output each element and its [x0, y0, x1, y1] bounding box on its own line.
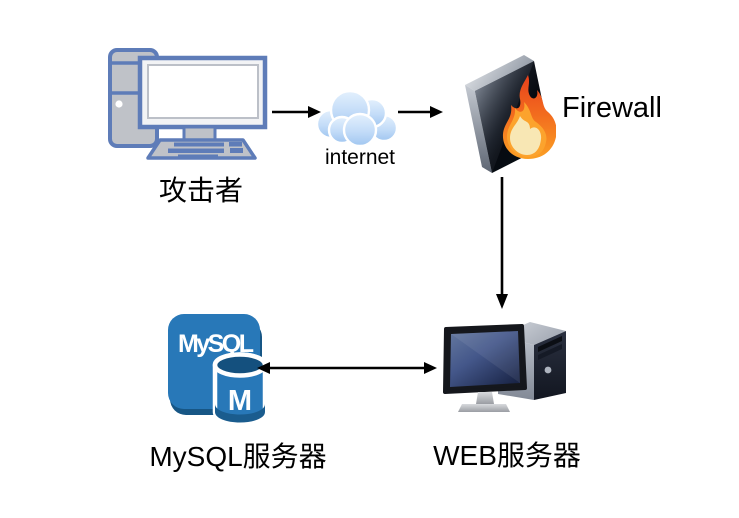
flame-icon [502, 75, 556, 159]
tower-power-button [544, 366, 552, 374]
pc-keyboard [146, 138, 257, 160]
mysql-server-label: MySQL服务器 [149, 441, 327, 472]
arrow-mysql-web-bidirectional [257, 362, 437, 374]
firewall-icon [465, 55, 556, 173]
firewall-label: Firewall [562, 92, 662, 124]
mysql-cylinder-letter: M [228, 385, 252, 417]
internet-label: internet [324, 146, 396, 169]
web-server-icon [443, 322, 566, 412]
arrow-internet-to-firewall [398, 106, 443, 118]
pc-monitor [137, 55, 268, 142]
server-monitor [443, 324, 527, 412]
arrow-attacker-to-internet [272, 106, 321, 118]
attacker-label: 攻击者 [158, 175, 243, 206]
internet-cloud-icon [315, 89, 399, 148]
mysql-database-icon: MySQL M [168, 314, 268, 425]
attacker-pc-icon [108, 48, 268, 160]
power-dot [115, 100, 123, 108]
mysql-cylinder: M [212, 352, 268, 425]
arrow-firewall-to-web [496, 177, 508, 309]
web-server-label: WEB服务器 [433, 440, 581, 471]
